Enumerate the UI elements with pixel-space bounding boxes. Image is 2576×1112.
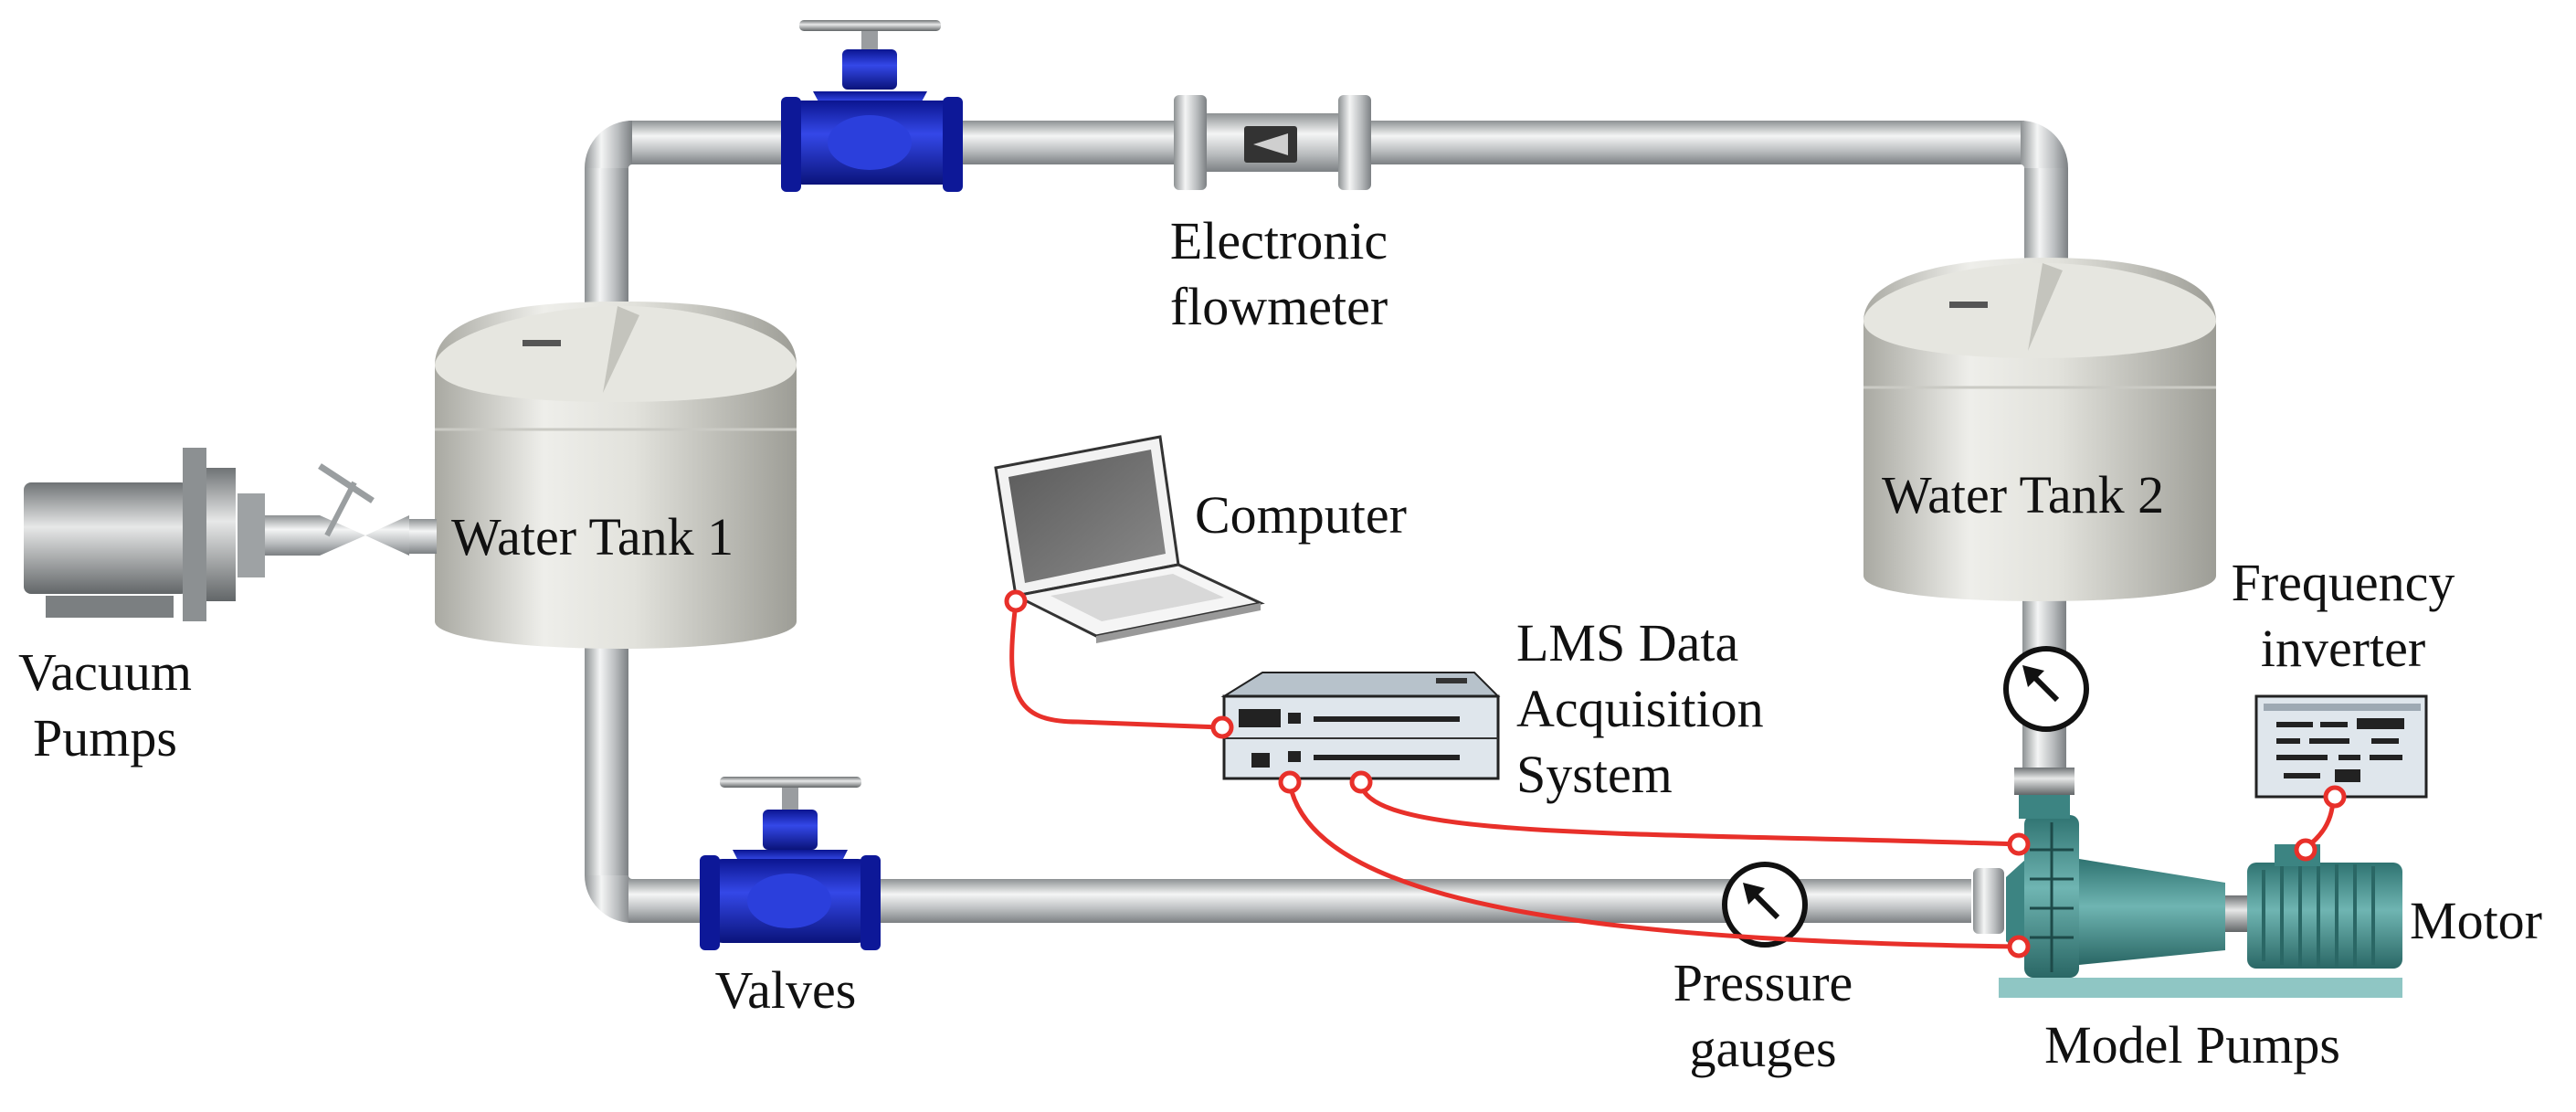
- motor: [2247, 844, 2402, 969]
- cable-connectors: [1004, 589, 2347, 958]
- water-tank-2: [1863, 258, 2216, 601]
- outlet-flange: [2014, 768, 2075, 795]
- cable-computer-daq: [1009, 602, 1221, 730]
- pressure-gauge-outlet: [2003, 646, 2089, 732]
- flowmeter-flange-right: [1338, 95, 1371, 190]
- vacuum-valve-stem: [324, 481, 357, 537]
- computer-label: Computer: [1195, 485, 1407, 545]
- frequency-inverter-label-line2: inverter: [2260, 619, 2426, 678]
- pressure-gauges-label-line2: gauges: [1689, 1019, 1837, 1078]
- cable-daq-outlet-gauge: [1358, 783, 2018, 847]
- laptop-screen: [1008, 450, 1166, 583]
- daq-label-line3: System: [1516, 745, 1673, 804]
- valves-label: Valves: [714, 960, 857, 1020]
- model-pumps-label: Model Pumps: [2044, 1015, 2340, 1075]
- flowmeter-flange-left: [1174, 95, 1207, 190]
- flowmeter-label-line2: flowmeter: [1169, 277, 1388, 336]
- water-tank-1-label: Water Tank 1: [451, 507, 734, 567]
- bottom-valve-handwheel: [720, 777, 861, 788]
- water-tank-1: [435, 302, 797, 649]
- frequency-inverter-label-line1: Frequency: [2231, 553, 2455, 612]
- pressure-gauges-label-line1: Pressure: [1673, 953, 1853, 1012]
- tank1-top-pipe: [585, 168, 628, 314]
- daq-label-line1: LMS Data: [1516, 613, 1739, 672]
- vacuum-pumps-label-line1: Vacuum: [17, 642, 193, 702]
- pipe-elbow-top-right: [2021, 121, 2068, 168]
- model-pump: [1973, 795, 2402, 998]
- cable-daq-inlet-gauge: [1287, 783, 2018, 949]
- pipe-elbow-bottom-left: [585, 875, 632, 923]
- tank2-mark: [1949, 302, 1988, 308]
- bottom-valve: [700, 777, 881, 950]
- water-tank-2-label: Water Tank 2: [1882, 465, 2165, 524]
- top-valve: [781, 20, 963, 192]
- pressure-gauge-inlet: [1722, 862, 1808, 948]
- pump-baseplate: [1999, 978, 2402, 998]
- lms-daq-unit: [1220, 672, 1501, 780]
- vacuum-pump: [24, 448, 437, 621]
- frequency-inverter: [2254, 694, 2428, 799]
- top-valve-handwheel: [799, 20, 941, 31]
- pipe-elbow-top-left: [585, 121, 632, 168]
- vacuum-valve-handle: [318, 463, 375, 503]
- electronic-flowmeter: [1174, 95, 1371, 190]
- flowmeter-label-line1: Electronic: [1169, 211, 1388, 270]
- motor-label: Motor: [2410, 891, 2542, 950]
- vacuum-pumps-label-line2: Pumps: [33, 708, 177, 768]
- tank1-bottom-pipe: [585, 630, 628, 875]
- tank1-mark: [523, 340, 561, 346]
- daq-label-line2: Acquisition: [1516, 679, 1764, 738]
- computer: [994, 435, 1265, 643]
